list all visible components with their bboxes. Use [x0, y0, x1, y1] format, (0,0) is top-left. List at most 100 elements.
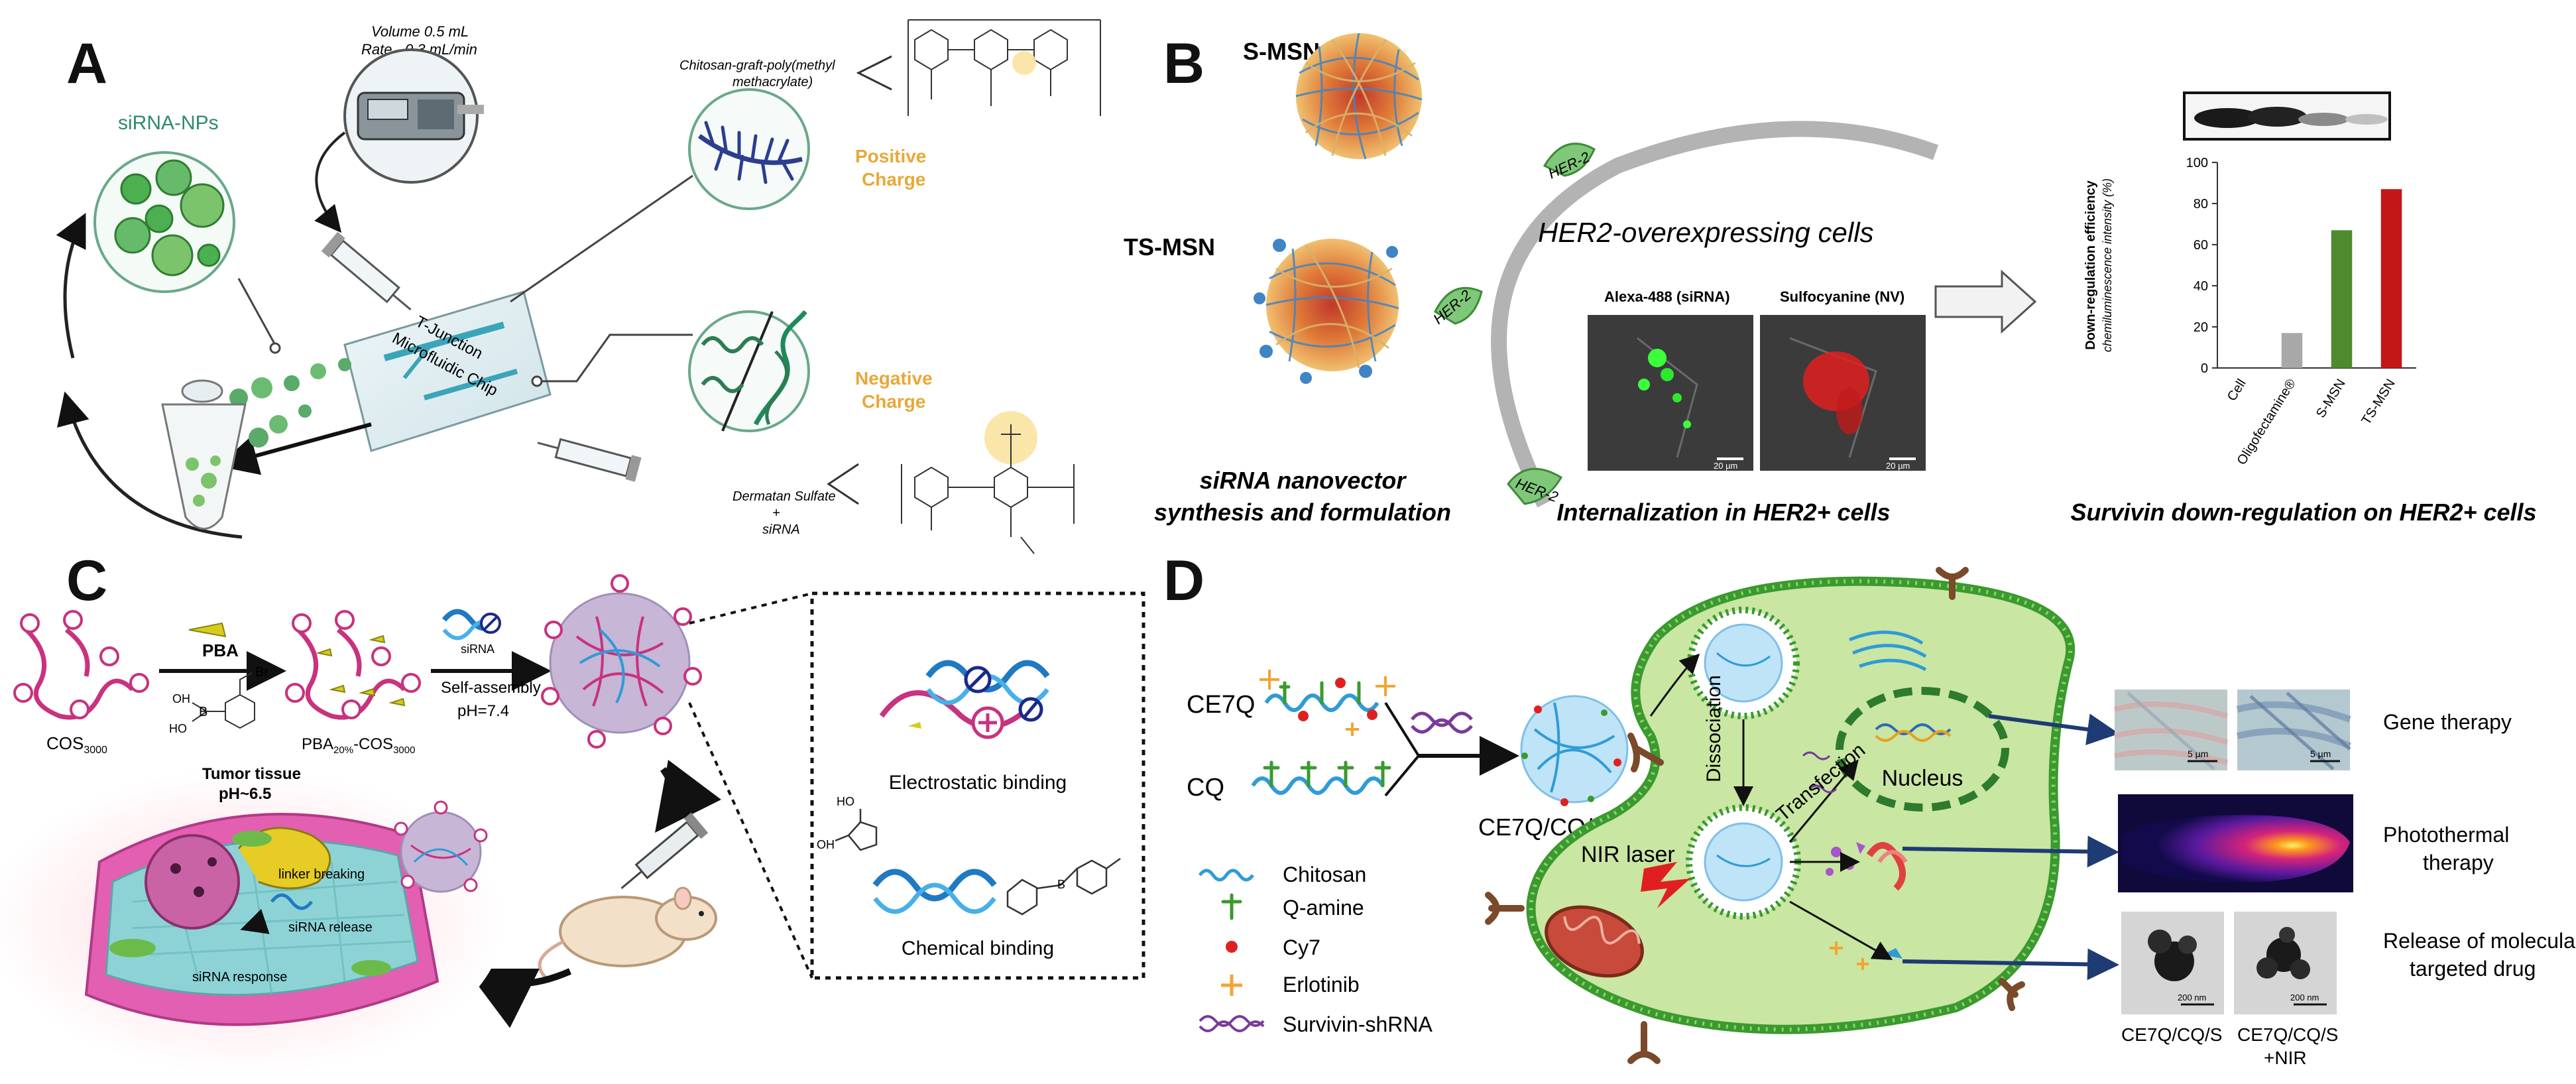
panel-d-legend: Chitosan Q-amine Cy7 Erlotinib Survivin-… — [1198, 863, 1433, 1036]
response-label: siRNA response — [192, 970, 287, 985]
photothermal-image — [2118, 794, 2353, 892]
volume-label: Volume 0.5 mL — [371, 23, 469, 40]
panel-c-letter: C — [66, 549, 107, 613]
y-axis-label-2: chemiluminescence intensity (%) — [2101, 178, 2114, 352]
alexa-microscopy-image: 20 µm — [1588, 315, 1753, 471]
bar-s-msn — [2331, 230, 2353, 368]
her2-cell-membrane — [1491, 121, 1939, 508]
arrow-photothermal — [1902, 835, 2119, 868]
injection-arrow — [655, 759, 721, 833]
her2-cells-label: HER2-overexpressing cells — [1538, 217, 1874, 248]
her2-receptor-bottom: HER-2 — [1507, 467, 1563, 505]
nucleus-label: Nucleus — [1882, 766, 1963, 791]
ts-msn-nanoparticle — [1254, 239, 1399, 384]
legend-erlotinib-swatch — [1221, 975, 1242, 996]
panel-a: A siRNA-NPs Volume 0.5 mL Rate - 0.3 mL/… — [56, 19, 1101, 554]
bar-ts-msn — [2380, 189, 2402, 368]
dermatan-label-2: + — [772, 506, 780, 520]
panel-d-letter: D — [1163, 549, 1204, 613]
scale-5um-1: 5 µm — [2188, 749, 2208, 759]
legend-qamine-swatch — [1221, 893, 1242, 920]
syringe-injection-icon — [620, 812, 709, 890]
negative-rna-circle — [688, 310, 810, 432]
alexa-label: Alexa-488 (siRNA) — [1604, 288, 1730, 305]
br-label: Br — [255, 665, 268, 680]
x-tick-label: S-MSN — [2313, 377, 2349, 420]
negative-charge-label-1: Negative — [855, 368, 933, 389]
ce7q-cq-s-nanoparticle — [1520, 695, 1629, 806]
sulfocyanine-label: Sulfocyanine (NV) — [1780, 288, 1904, 305]
dissociation-label: Dissociation — [1703, 675, 1725, 782]
sulfocyanine-microscopy-image: 20 µm — [1760, 315, 1926, 471]
scale-200nm-1: 200 nm — [2178, 993, 2206, 1002]
western-blot-image — [2183, 91, 2391, 141]
x-tick-label: Cell — [2225, 377, 2249, 404]
bar-oligofectamine- — [2281, 333, 2303, 368]
y-tick-label: 40 — [2194, 279, 2208, 294]
cycle-arrow-up — [56, 213, 86, 359]
sirna-nps-circle — [93, 151, 235, 293]
gene-therapy-label: Gene therapy — [2383, 710, 2512, 734]
positive-polymer-circle — [688, 88, 810, 210]
x-tick-label: TS-MSN — [2359, 377, 2398, 428]
panel-d: D CE7Q CQ — [1163, 549, 2576, 1068]
tem-images: 200 nm 200 nm — [2121, 912, 2337, 1014]
eppendorf-tube-icon — [161, 379, 247, 530]
pba-cos-polymer — [285, 610, 421, 720]
y-axis-label-1: Down-regulation efficiency — [2083, 180, 2098, 349]
syringe-icon-top — [321, 231, 412, 311]
cq-chain — [1251, 760, 1391, 795]
caption-left-2: synthesis and formulation — [1154, 499, 1451, 526]
ph65-label: pH~6.5 — [219, 785, 271, 803]
scalebar-sulfo: 20 µm — [1886, 461, 1910, 471]
release-label-2: targeted drug — [2410, 957, 2536, 981]
zoom-line-bottom — [688, 702, 813, 979]
y-tick-label: 0 — [2201, 361, 2208, 376]
ce7q-label: CE7Q — [1187, 691, 1255, 719]
scale-200nm-2: 200 nm — [2290, 993, 2319, 1002]
s-msn-label: S-MSN — [1243, 38, 1320, 65]
legend-cy7-swatch — [1226, 941, 1238, 953]
legend-erlotinib-label: Erlotinib — [1283, 973, 1360, 996]
electrostatic-label: Electrostatic binding — [889, 772, 1067, 794]
panel-c: C COS3000 PBA Br B OH HO — [0, 549, 1145, 1074]
nir-label: NIR laser — [1581, 842, 1675, 867]
tem-label-2: CE7Q/CQ/S — [2237, 1024, 2338, 1045]
legend-shrna-label: Survivin-shRNA — [1283, 1012, 1433, 1036]
output-arrow — [217, 422, 372, 475]
ts-msn-label: TS-MSN — [1124, 233, 1215, 261]
mouse-icon — [538, 886, 717, 983]
chitosan-structure — [907, 19, 1101, 116]
cq-label: CQ — [1187, 774, 1224, 802]
pba-icon — [188, 622, 227, 638]
scalebar-alexa: 20 µm — [1714, 461, 1737, 471]
chitosan-label-2: methacrylate) — [732, 75, 813, 90]
connector-negative — [537, 333, 693, 383]
legend-cy7-label: Cy7 — [1283, 935, 1320, 959]
ph74-label: pH=7.4 — [457, 702, 509, 720]
s-msn-nanoparticle — [1295, 32, 1423, 160]
oh-label: OH — [172, 692, 190, 705]
chem-oh-2: OH — [817, 838, 835, 851]
release-label-1: Release of molecular — [2383, 929, 2576, 953]
tumor-tissue-illustration — [0, 769, 504, 1074]
legend-chitosan-label: Chitosan — [1283, 863, 1366, 886]
y-tick-label: 80 — [2194, 197, 2208, 211]
sirna-nps-label: siRNA-NPs — [118, 112, 219, 134]
legend-qamine-label: Q-amine — [1283, 896, 1364, 920]
target-cell — [1485, 567, 2076, 1064]
arrow-release — [1902, 948, 2119, 981]
panel-b-letter: B — [1163, 32, 1204, 95]
panel-b: B S-MSN TS-MSN — [1124, 32, 2537, 526]
zoom-line-top — [689, 592, 813, 625]
chemical-binding-illustration — [835, 809, 1121, 916]
pba-structure — [192, 672, 255, 729]
assembled-nanoparticle — [541, 574, 702, 749]
block-arrow — [1934, 269, 2037, 334]
legend-shrna-swatch — [1199, 1015, 1265, 1032]
delivery-arrow — [465, 968, 572, 1028]
caption-mid: Internalization in HER2+ cells — [1556, 499, 1890, 526]
chem-b: B — [1057, 878, 1065, 891]
